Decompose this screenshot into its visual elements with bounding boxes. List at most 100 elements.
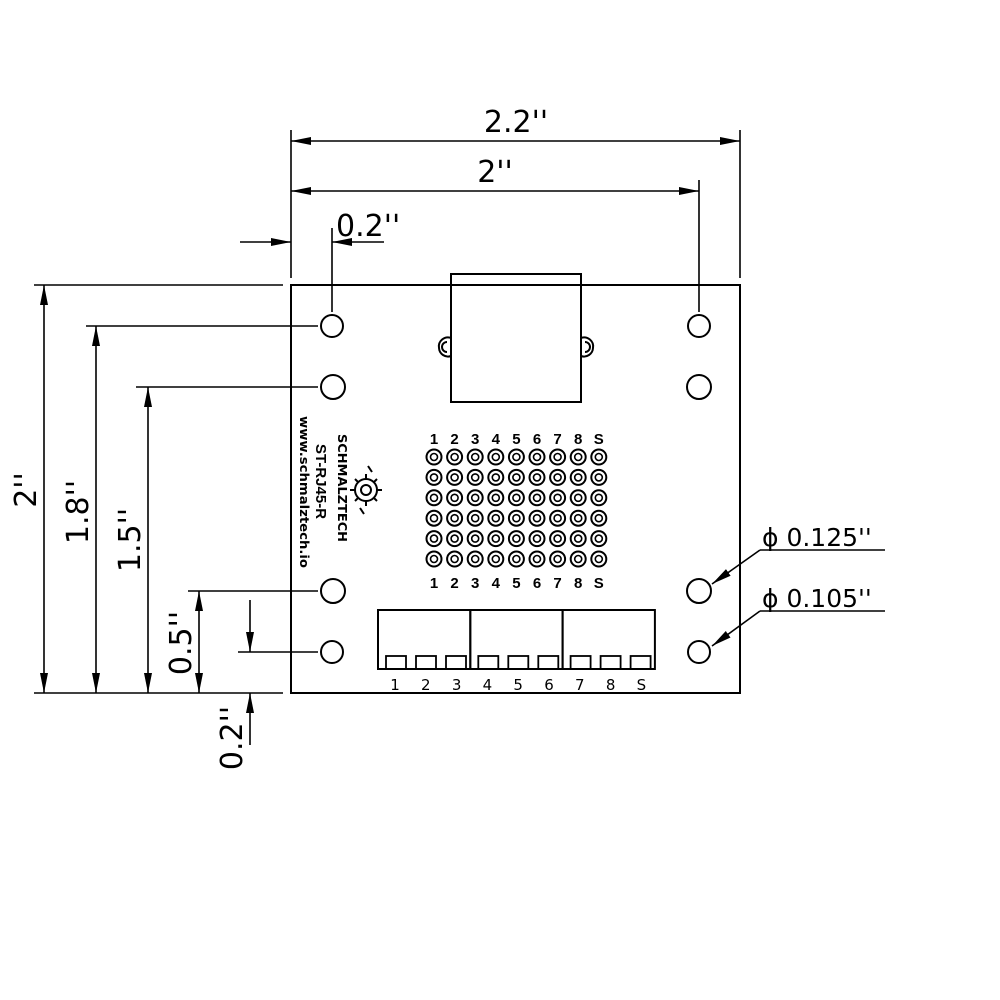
header-pin bbox=[569, 468, 587, 486]
mounting-hole-top-right bbox=[687, 314, 711, 338]
header-pin bbox=[507, 530, 525, 548]
header-pin-label: 7 bbox=[553, 431, 561, 448]
terminal-label: 2 bbox=[421, 676, 431, 694]
header-pin bbox=[446, 509, 464, 527]
header-pin bbox=[549, 530, 567, 548]
header-pin-label: 5 bbox=[512, 575, 520, 592]
terminal-blocks bbox=[377, 609, 656, 670]
dim-height-total-label: 2'' bbox=[9, 472, 44, 508]
mounting-hole-top-left bbox=[320, 314, 344, 338]
header-pin-label: 1 bbox=[430, 431, 438, 448]
terminal-block bbox=[561, 609, 656, 670]
mounting-hole-bottom-left bbox=[320, 640, 344, 664]
header-pin-label: 1 bbox=[430, 575, 438, 592]
header-pin bbox=[466, 550, 484, 568]
header-pin bbox=[569, 550, 587, 568]
header-pin-label: S bbox=[594, 431, 604, 448]
header-pin bbox=[466, 468, 484, 486]
header-pin-grid bbox=[425, 448, 608, 568]
dim-width-holes-label: 2'' bbox=[477, 155, 513, 190]
header-pin bbox=[528, 509, 546, 527]
terminal-label: 8 bbox=[606, 676, 616, 694]
header-pin bbox=[569, 489, 587, 507]
header-pin-label: 3 bbox=[471, 575, 479, 592]
header-pin bbox=[425, 550, 443, 568]
header-pin bbox=[507, 448, 525, 466]
header-pin-label: 2 bbox=[450, 431, 458, 448]
silk-url: www.schmalztech.io bbox=[297, 416, 311, 568]
header-pin-label: S bbox=[594, 575, 604, 592]
header-pin bbox=[549, 489, 567, 507]
header-pin bbox=[549, 550, 567, 568]
header-pin bbox=[446, 530, 464, 548]
header-pin bbox=[487, 530, 505, 548]
dim-height-05-label: 0.5'' bbox=[164, 611, 199, 675]
header-pin bbox=[569, 509, 587, 527]
header-pin bbox=[425, 448, 443, 466]
header-pin-label: 6 bbox=[533, 431, 541, 448]
terminal-label: 7 bbox=[575, 676, 585, 694]
header-pin bbox=[446, 468, 464, 486]
header-pin bbox=[528, 489, 546, 507]
header-pin bbox=[446, 448, 464, 466]
gear-logo bbox=[350, 465, 382, 515]
terminal-label: 1 bbox=[390, 676, 400, 694]
silk-model: ST-RJ45-R bbox=[312, 444, 329, 519]
terminal-block bbox=[469, 609, 564, 670]
header-pin-label: 6 bbox=[533, 575, 541, 592]
mounting-hole-upper-left bbox=[320, 374, 346, 400]
header-pin bbox=[466, 530, 484, 548]
header-pin bbox=[507, 489, 525, 507]
header-pin bbox=[507, 550, 525, 568]
header-pin bbox=[528, 448, 546, 466]
terminal-block bbox=[377, 609, 472, 670]
header-pin bbox=[466, 448, 484, 466]
dim-diameter-large-label: ϕ 0.125'' bbox=[762, 523, 872, 552]
silkscreen: SCHMALZTECH ST-RJ45-R www.schmalztech.io bbox=[297, 416, 382, 568]
header-pin bbox=[446, 550, 464, 568]
silk-brand: SCHMALZTECH bbox=[335, 434, 349, 542]
header-pin bbox=[425, 468, 443, 486]
mounting-hole-lower-right bbox=[686, 578, 712, 604]
dim-height-15-label: 1.5'' bbox=[113, 508, 148, 572]
header-pin bbox=[507, 509, 525, 527]
dim-diameter-small-label: ϕ 0.105'' bbox=[762, 584, 872, 613]
header-pin bbox=[590, 509, 608, 527]
dim-hole-offset-x-label: 0.2'' bbox=[336, 209, 400, 244]
header-pin bbox=[569, 530, 587, 548]
dimension-lines bbox=[34, 130, 885, 745]
header-pin bbox=[487, 468, 505, 486]
header-pin bbox=[590, 530, 608, 548]
header-pin bbox=[590, 489, 608, 507]
header-pin bbox=[528, 530, 546, 548]
header-pin-label: 8 bbox=[574, 431, 582, 448]
header-pin bbox=[590, 550, 608, 568]
terminal-label: S bbox=[637, 676, 647, 694]
terminal-label: 5 bbox=[513, 676, 523, 694]
header-pin bbox=[425, 530, 443, 548]
header-pin bbox=[549, 448, 567, 466]
header-pin-label: 8 bbox=[574, 575, 582, 592]
mounting-holes bbox=[320, 314, 712, 664]
header-pin bbox=[487, 550, 505, 568]
mounting-hole-bottom-right bbox=[687, 640, 711, 664]
terminal-label: 4 bbox=[483, 676, 493, 694]
header-pin-label: 3 bbox=[471, 431, 479, 448]
header-pin-label: 4 bbox=[492, 575, 501, 592]
header-pin bbox=[590, 448, 608, 466]
header-pin-label: 5 bbox=[512, 431, 520, 448]
terminal-label: 6 bbox=[544, 676, 554, 694]
header-pin bbox=[549, 468, 567, 486]
header-pin bbox=[528, 550, 546, 568]
header-pin bbox=[466, 509, 484, 527]
header-pin bbox=[487, 448, 505, 466]
header-pin bbox=[487, 509, 505, 527]
header-pin-label: 4 bbox=[492, 431, 501, 448]
header-pin bbox=[549, 509, 567, 527]
header-pin bbox=[466, 489, 484, 507]
pcb-outline bbox=[290, 284, 741, 694]
header-pin bbox=[425, 489, 443, 507]
